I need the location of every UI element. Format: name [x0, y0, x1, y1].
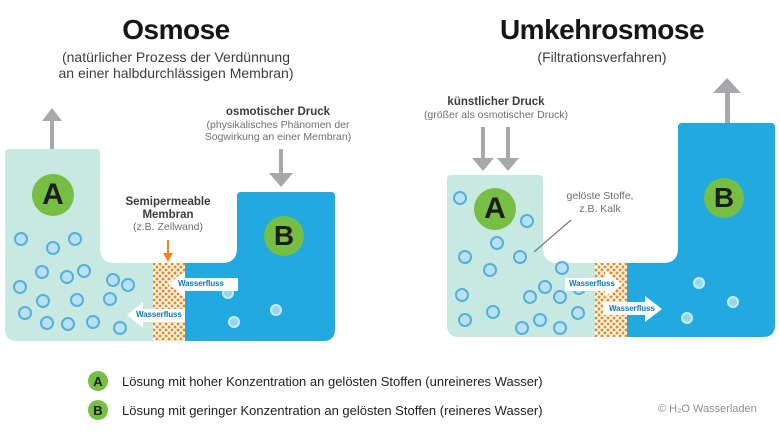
waterflow-arrow-right-upper: Wasserfluss — [565, 271, 622, 297]
umkehrosmose-diagram — [447, 123, 775, 337]
umkehrosmose-subtitle: (Filtrationsverfahren) — [537, 49, 667, 65]
osmose-header: Osmose (natürlicher Prozess der Verdünnu… — [26, 14, 326, 81]
osmotic-pressure-annotation: osmotischer Druck (physikalisches Phänom… — [204, 106, 352, 143]
umkehrosmose-title: Umkehrosmose — [499, 14, 705, 45]
marker-b-left: B — [264, 216, 304, 256]
solutes-annotation: gelöste Stoffe, z.B. Kalk — [566, 190, 634, 215]
waterflow-arrow-left-upper: Wasserfluss — [168, 271, 240, 297]
legend-marker-a: A — [88, 371, 108, 391]
solute-dots-left-a — [13, 232, 135, 335]
water-dots-right-b — [681, 277, 739, 324]
tank-b-right-shape — [627, 123, 775, 337]
waterflow-label: Wasserfluss — [609, 303, 655, 313]
osmose-title: Osmose — [122, 14, 230, 45]
waterflow-arrow-right-lower: Wasserfluss — [603, 295, 662, 322]
waterflow-arrow-left-lower: Wasserfluss — [127, 302, 185, 328]
marker-a-right: A — [474, 188, 516, 230]
solutes-pointer-line — [533, 219, 572, 253]
umkehrosmose-header: Umkehrosmose (Filtrationsverfahren) — [452, 14, 752, 65]
legend-marker-b: B — [88, 400, 108, 420]
waterflow-label: Wasserfluss — [136, 310, 182, 319]
osmose-subtitle: (natürlicher Prozess der Verdünnung an e… — [58, 49, 294, 81]
marker-b-right: B — [704, 178, 744, 218]
applied-pressure-annotation: künstlicher Druck (größer als osmotische… — [423, 96, 569, 121]
legend-text-b: Lösung mit geringer Konzentration an gel… — [122, 403, 543, 418]
legend-text-a: Lösung mit hoher Konzentration an gelöst… — [122, 374, 543, 389]
waterflow-label: Wasserfluss — [569, 279, 615, 288]
marker-a-left: A — [32, 174, 74, 216]
waterflow-label: Wasserfluss — [178, 279, 224, 288]
copyright-note: © H₂O Wasserladen — [658, 403, 757, 415]
membrane-annotation: Semipermeable Membran (z.B. Zellwand) — [125, 196, 211, 233]
